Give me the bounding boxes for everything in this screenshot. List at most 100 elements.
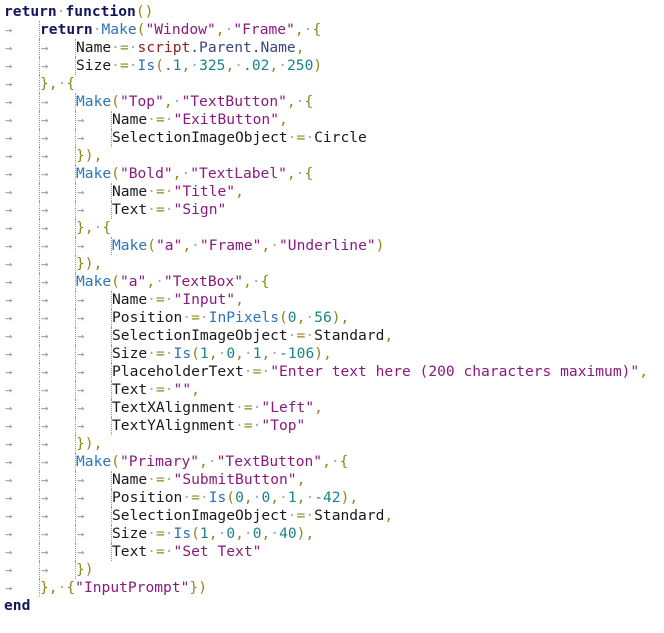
code-line[interactable]: →→→SelectionImageObject·=·Standard, [4,507,664,525]
indent-tab: → [75,525,112,543]
indent-tab: → [39,417,76,435]
identifier-token: Standard [314,507,385,524]
indent-tab: → [4,291,40,309]
number-token: .02 [243,57,270,74]
arrow-right-icon: → [41,185,49,199]
code-line[interactable]: →→→Text·=·"Set Text" [4,543,664,561]
number-token: 250 [287,57,314,74]
punctuation-token: ( [191,345,200,362]
code-line[interactable]: →},·{"InputPrompt"}) [4,579,664,597]
arrow-right-icon: → [41,239,49,253]
global-token: script [137,39,191,56]
function-token: Is [173,345,192,362]
indent-tab: → [4,561,40,579]
code-line[interactable]: →→}) [4,561,664,579]
code-line[interactable]: →→→SelectionImageObject·=·Standard, [4,327,664,345]
code-line[interactable]: →→},·{ [4,219,664,237]
code-line[interactable]: → },·{ [4,75,664,93]
code-line[interactable]: →→}), [4,147,664,165]
code-line[interactable]: →→}), [4,435,664,453]
code-line[interactable]: →→→Name·=·"SubmitButton", [4,471,664,489]
punctuation-token: , [215,21,225,38]
arrow-right-icon: → [77,329,85,343]
arrow-right-icon: → [41,203,49,217]
keyword-token: return [4,3,57,20]
punctuation-token: { [102,219,112,236]
code-text: },·{ [39,75,75,93]
code-line[interactable]: →return·Make("Window",·"Frame",·{ [4,21,664,39]
code-line[interactable]: →→→Size·=·Is(1,·0,·0,·40), [4,525,664,543]
arrow-right-icon: → [41,437,49,451]
code-line[interactable]: →→→Position·=·InPixels(0,·56), [4,309,664,327]
indent-tab: → [4,309,40,327]
code-editor[interactable]: return·function()→return·Make("Window",·… [0,0,664,615]
identifier-token: Position [112,309,183,326]
punctuation-token: { [339,453,349,470]
code-line[interactable]: →→Make("Bold",·"TextLabel",·{ [4,165,664,183]
indent-tab: → [39,507,76,525]
code-line[interactable]: →→→Make("a",·"Frame",·"Underline") [4,237,664,255]
arrow-right-icon: → [41,365,49,379]
code-line[interactable]: →→→TextYAlignment·=·"Top" [4,417,664,435]
arrow-right-icon: → [41,167,49,181]
whitespace-token: · [330,453,340,470]
punctuation-token: , [322,453,331,470]
code-text: SelectionImageObject·=·Standard, [111,327,393,345]
code-line[interactable]: →→}), [4,255,664,273]
indent-tab: → [75,507,112,525]
identifier-token: Name [112,111,148,128]
arrow-right-icon: → [41,401,49,415]
function-token: Is [173,525,192,542]
arrow-right-icon: → [77,293,85,307]
code-line[interactable]: →→Size·=·Is(.1,·325,·.02,·250) [4,57,664,75]
code-line[interactable]: end [4,597,664,615]
code-line[interactable]: →→Name·=·script.Parent.Name, [4,39,664,57]
code-line[interactable]: →→Make("Top",·"TextButton",·{ [4,93,664,111]
code-line[interactable]: →→→PlaceholderText·=·"Enter text here (2… [4,363,664,381]
indent-tab: → [4,237,40,255]
arrow-right-icon: → [77,113,85,127]
arrow-right-icon: → [41,131,49,145]
code-line[interactable]: →→→Name·=·"Input", [4,291,664,309]
code-text: }), [75,255,102,273]
code-text: Name·=·"Input", [111,291,244,309]
indent-tab: → [4,201,40,219]
punctuation-token: = [119,57,129,74]
punctuation-token: () [135,3,154,20]
indent-tab: → [4,93,40,111]
code-line[interactable]: →→→Size·=·Is(1,·0,·1,·-106), [4,345,664,363]
code-line[interactable]: →→Make("a",·"TextBox",·{ [4,273,664,291]
code-text: Size·=·Is(.1,·325,·.02,·250) [75,57,322,75]
function-token: Make [76,165,112,182]
number-token: -106 [279,345,315,362]
indent-tab: → [4,489,40,507]
string-token: "TextButton" [216,453,323,470]
code-line[interactable]: →→Make("Primary",·"TextButton",·{ [4,453,664,471]
indent-tab: → [4,273,40,291]
arrow-right-icon: → [5,77,13,91]
whitespace-token: · [207,453,217,470]
arrow-right-icon: → [77,185,85,199]
whitespace-token: · [147,525,156,542]
code-line[interactable]: →→→Name·=·"ExitButton", [4,111,664,129]
code-text: Name·=·"SubmitButton", [111,471,305,489]
code-line[interactable]: →→→Name·=·"Title", [4,183,664,201]
arrow-right-icon: → [77,365,85,379]
code-line[interactable]: return·function() [4,3,664,21]
indent-tab: → [39,111,76,129]
code-line[interactable]: →→→Position·=·Is(0,·0,·1,·-42), [4,489,664,507]
punctuation-token: = [155,291,165,308]
string-token: "Sign" [173,201,227,218]
identifier-token: Name [76,39,112,56]
whitespace-token: · [155,273,164,290]
punctuation-token: ( [155,57,164,74]
code-line[interactable]: →→→SelectionImageObject·=·Circle [4,129,664,147]
code-line[interactable]: →→→Text·=·"Sign" [4,201,664,219]
punctuation-token: = [155,345,165,362]
arrow-right-icon: → [77,545,85,559]
function-token: Make [76,453,112,470]
code-line[interactable]: →→→TextXAlignment·=·"Left", [4,399,664,417]
indent-tab: → [39,561,76,579]
code-line[interactable]: →→→Text·=·"", [4,381,664,399]
number-token: 1 [199,525,209,542]
